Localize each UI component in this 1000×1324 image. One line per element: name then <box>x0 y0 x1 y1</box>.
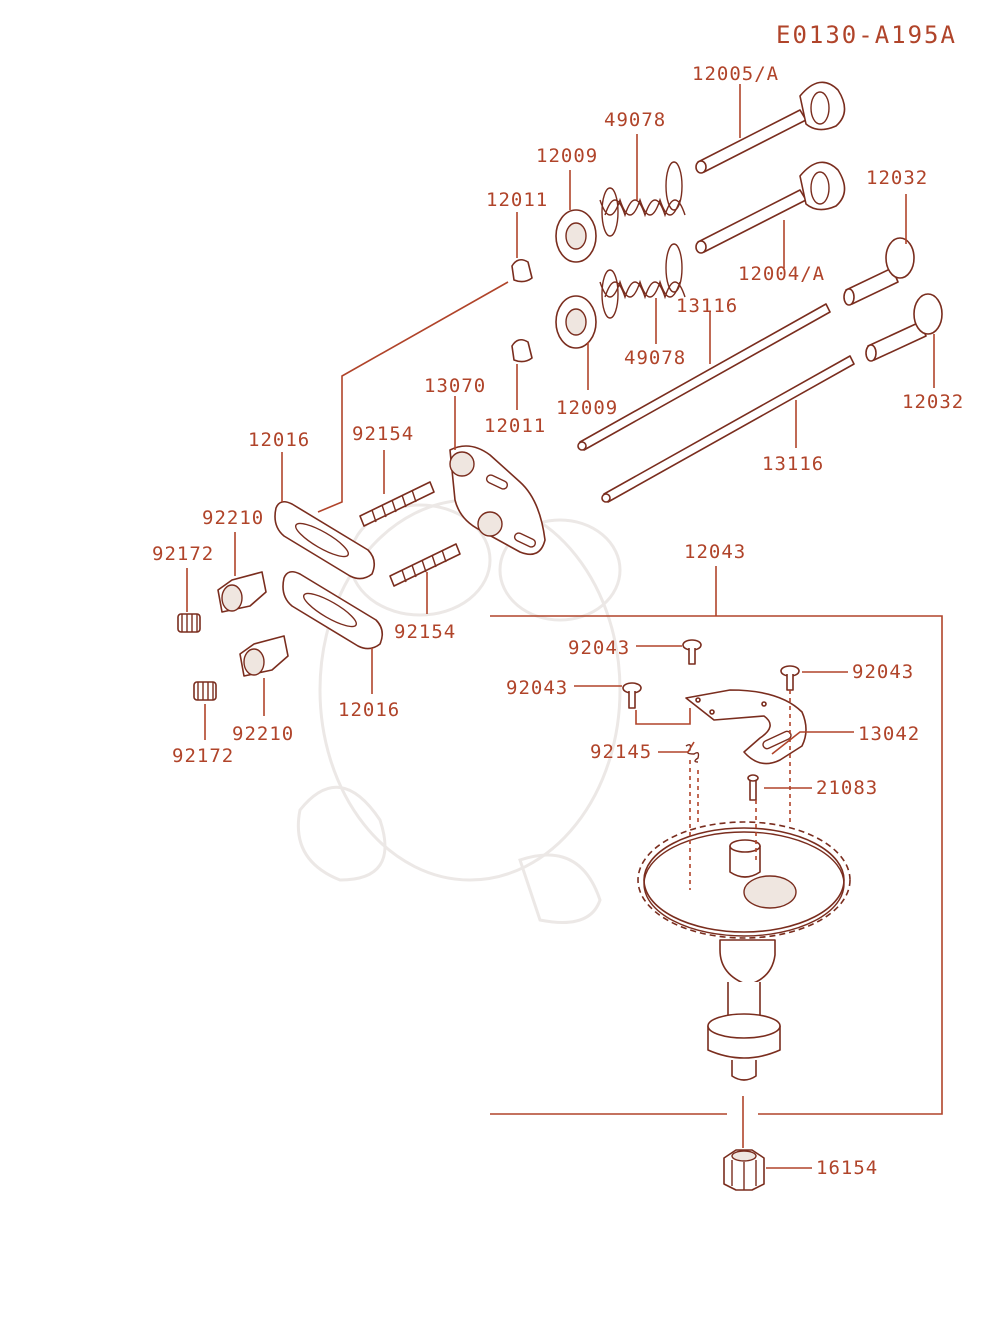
cotter-bottom <box>511 338 533 363</box>
label-92154-top: 92154 <box>352 423 414 445</box>
stud-bottom <box>389 543 461 587</box>
valve-intake <box>695 161 846 254</box>
cam-shaft <box>707 939 781 1081</box>
diagram-code: E0130-A195A <box>776 21 957 49</box>
nut-bottom <box>239 635 289 677</box>
label-92154-bottom: 92154 <box>394 621 456 643</box>
label-12016-top: 12016 <box>248 429 310 451</box>
screw-top <box>177 613 201 633</box>
pin-left <box>622 682 642 709</box>
guide-plate <box>449 445 546 556</box>
spring-small <box>685 743 700 763</box>
stud-top <box>359 481 435 527</box>
label-13116-top: 13116 <box>676 295 738 317</box>
label-12011-top: 12011 <box>486 189 548 211</box>
label-92145: 92145 <box>590 741 652 763</box>
label-49078-bottom: 49078 <box>624 347 686 369</box>
oil-pump-rotor <box>723 1149 765 1191</box>
retainer-top <box>555 209 597 263</box>
label-92043-top: 92043 <box>568 637 630 659</box>
nut-top <box>217 571 267 613</box>
cotter-top <box>511 258 533 283</box>
label-12011-bottom: 12011 <box>484 415 546 437</box>
label-12043: 12043 <box>684 541 746 563</box>
retainer-bottom <box>555 295 597 349</box>
tappet-top <box>843 237 915 306</box>
leader-lines <box>186 84 935 1169</box>
screw-bottom <box>193 681 217 701</box>
label-12009-bottom: 12009 <box>556 397 618 419</box>
label-21083: 21083 <box>816 777 878 799</box>
pushrod-top <box>577 303 831 451</box>
spring-bottom <box>599 243 686 319</box>
rocker-arm-bottom <box>282 570 384 650</box>
label-49078-top: 49078 <box>604 109 666 131</box>
label-92172-top: 92172 <box>152 543 214 565</box>
label-13116-bottom: 13116 <box>762 453 824 475</box>
cam-gear <box>637 821 851 939</box>
valve-exhaust <box>695 81 846 174</box>
label-92210-bottom: 92210 <box>232 723 294 745</box>
label-16154: 16154 <box>816 1157 878 1179</box>
label-12016-bottom: 12016 <box>338 699 400 721</box>
label-12032-bottom: 12032 <box>902 391 964 413</box>
label-92043-right: 92043 <box>852 661 914 683</box>
label-92210-top: 92210 <box>202 507 264 529</box>
pin-top <box>682 639 702 665</box>
label-12009-top: 12009 <box>536 145 598 167</box>
pushrod-bottom <box>601 355 855 503</box>
label-92172-bottom: 92172 <box>172 745 234 767</box>
label-12004a: 12004/A <box>738 263 825 285</box>
label-13042: 13042 <box>858 723 920 745</box>
label-92043-left: 92043 <box>506 677 568 699</box>
part-labels: 12005/A 49078 12009 12011 12032 12004/A … <box>152 63 964 1179</box>
rocker-arm-top <box>274 500 376 580</box>
decomp-pin <box>747 774 759 801</box>
label-12032-top: 12032 <box>866 167 928 189</box>
decomp-weight <box>685 689 807 765</box>
spring-top <box>599 161 686 237</box>
tappet-bottom <box>865 293 943 362</box>
pin-right <box>780 665 800 691</box>
label-12005a: 12005/A <box>692 63 779 85</box>
label-13070: 13070 <box>424 375 486 397</box>
